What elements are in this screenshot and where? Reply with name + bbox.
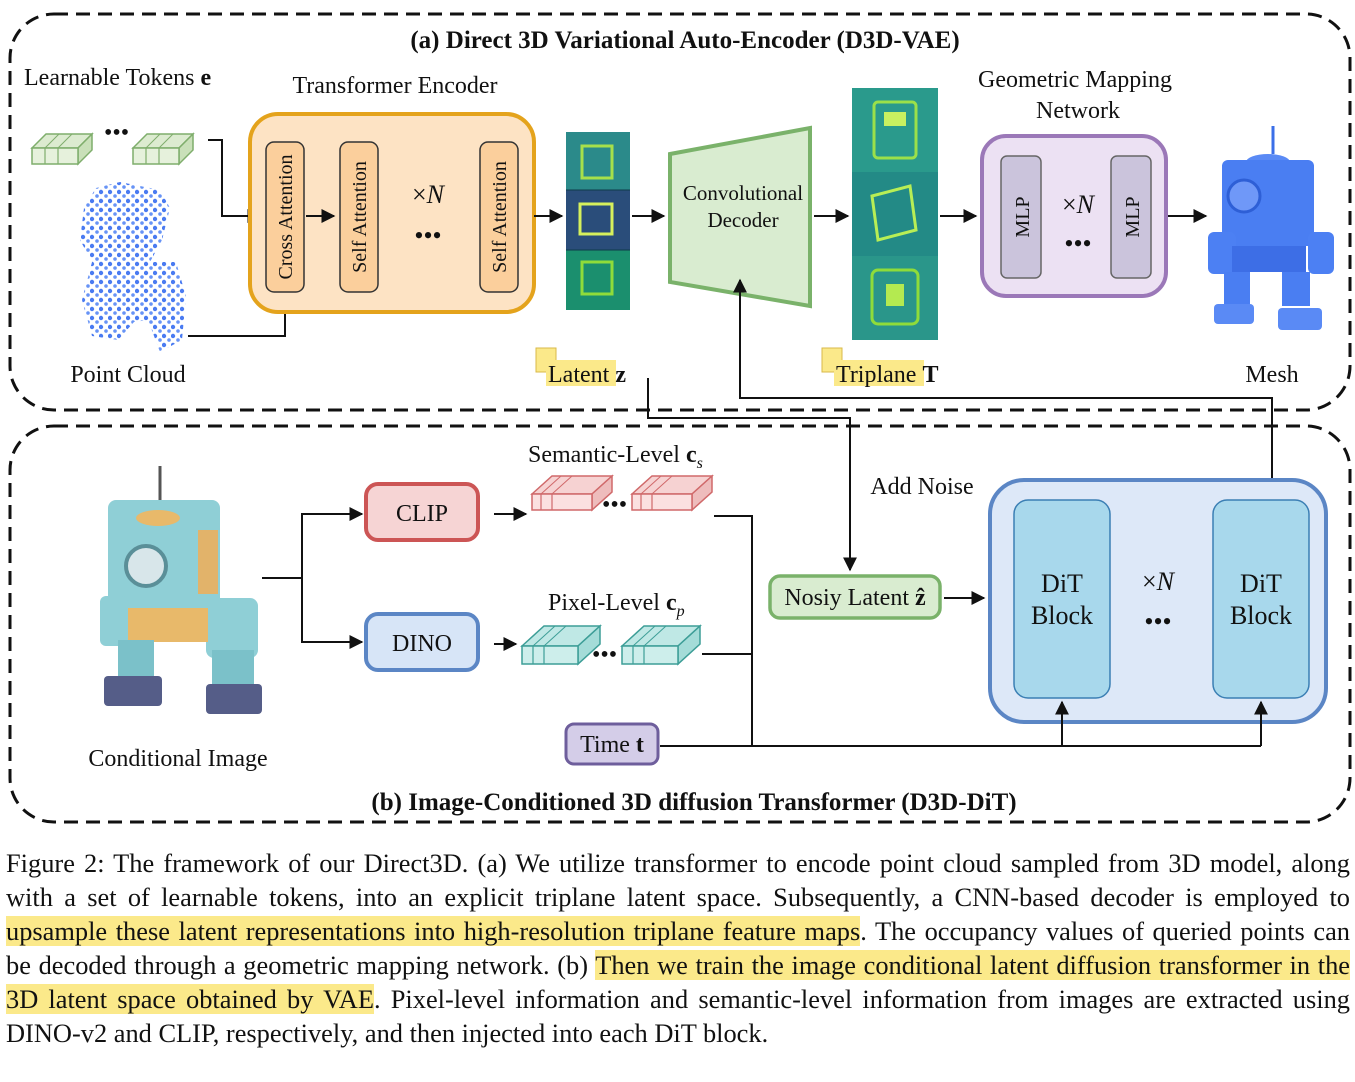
learnable-token	[132, 133, 194, 165]
caption-text: . Pixel-level information and semantic-l…	[6, 984, 1350, 1048]
add-noise-label: Add Noise	[870, 474, 973, 500]
geo-mapping-label-line1: Geometric Mapping	[978, 67, 1172, 93]
noisy-latent-box	[768, 574, 942, 620]
ellipsis: •••	[1064, 229, 1091, 258]
pixel-token	[621, 625, 701, 665]
dit-block-2-label-line1: DiT	[1240, 569, 1282, 598]
triplane-label: Triplane T	[836, 362, 938, 388]
mlp-repeat-label: ×N	[1062, 190, 1096, 219]
self-attention-label-1: Self Attention	[349, 161, 371, 273]
ellipsis: •••	[414, 221, 441, 250]
mlp-label-1: MLP	[1012, 196, 1034, 237]
ellipsis: •••	[592, 642, 617, 668]
noisy-latent-label: Nosiy Latent ẑ	[784, 585, 926, 611]
latent-highlight	[546, 360, 616, 386]
figure-caption: Figure 2: The framework of our Direct3D.…	[6, 846, 1350, 1050]
geo-mapping-label-line2: Network	[1036, 98, 1120, 124]
self-attention-block-1	[339, 141, 379, 293]
ellipsis: •••	[602, 492, 627, 518]
mlp-block-2	[1110, 155, 1152, 279]
dit-block-1-label-line1: DiT	[1041, 569, 1083, 598]
conditional-robot-image	[100, 466, 262, 714]
pixel-token	[521, 625, 601, 665]
vae-section-title: (a) Direct 3D Variational Auto-Encoder (…	[410, 27, 959, 54]
time-box	[564, 722, 660, 766]
arrow-dit-to-decoder	[733, 278, 1273, 478]
dit-block-1	[1013, 499, 1111, 699]
arrow-to-clip	[301, 507, 364, 578]
time-label: Time t	[580, 732, 644, 758]
caption-text: Figure 2: The framework of our Direct3D.…	[6, 848, 1350, 912]
ellipsis: •••	[104, 120, 129, 146]
learnable-tokens-label: Learnable Tokens e	[24, 65, 211, 91]
point-cloud-image	[80, 182, 186, 352]
point-cloud-label: Point Cloud	[70, 362, 185, 388]
arrow-semantic-to-dit	[714, 515, 753, 746]
semantic-token	[631, 475, 713, 511]
dit-section-title: (b) Image-Conditioned 3D diffusion Trans…	[371, 789, 1016, 816]
mesh-label: Mesh	[1245, 362, 1298, 388]
decoder-label-line2: Decoder	[707, 208, 778, 232]
pixel-level-label: Pixel-Level cp	[548, 590, 685, 620]
self-attention-label-2: Self Attention	[489, 161, 511, 273]
encoder-repeat-label: ×N	[412, 180, 446, 209]
caption-text: . The occupancy values of queried points…	[6, 916, 1350, 980]
dit-section-border	[8, 424, 1352, 824]
conditional-image-label: Conditional Image	[88, 746, 267, 772]
arrow-latent-to-noise	[647, 378, 857, 572]
clip-label: CLIP	[396, 501, 448, 527]
dit-block-2	[1212, 499, 1310, 699]
ellipsis: •••	[1144, 607, 1171, 636]
latent-label: Latent z	[548, 362, 626, 388]
dit-repeat-label: ×N	[1142, 567, 1176, 596]
triplane-feature-map	[852, 88, 938, 340]
self-attention-block-2	[479, 141, 519, 293]
semantic-token	[531, 475, 613, 511]
caption-highlight-1: upsample these latent representations in…	[6, 916, 861, 946]
decoder-label-line1: Convolutional	[683, 181, 803, 205]
mlp-label-2: MLP	[1122, 196, 1144, 237]
cross-attention-block	[265, 141, 305, 293]
transformer-encoder-label: Transformer Encoder	[292, 73, 497, 99]
framework-diagram: (a) Direct 3D Variational Auto-Encoder (…	[8, 12, 1352, 824]
convolutional-decoder	[668, 125, 812, 309]
dino-label: DINO	[392, 631, 452, 657]
learnable-token	[31, 133, 93, 165]
cross-attention-label: Cross Attention	[275, 154, 297, 279]
latent-feature-map	[566, 132, 630, 310]
clip-encoder	[364, 482, 480, 542]
arrow-tokens-to-encoder	[208, 139, 262, 223]
mlp-block-1	[1000, 155, 1042, 279]
mesh-robot-image	[1208, 126, 1334, 330]
semantic-level-label: Semantic-Level cs	[528, 442, 703, 472]
dit-block-1-label-line2: Block	[1031, 601, 1093, 630]
vae-section-border	[8, 12, 1352, 412]
arrow-to-dino	[301, 578, 364, 649]
transformer-encoder	[248, 112, 536, 314]
triplane-highlight	[834, 360, 924, 386]
dino-encoder	[364, 612, 480, 672]
dit-block-2-label-line2: Block	[1230, 601, 1292, 630]
